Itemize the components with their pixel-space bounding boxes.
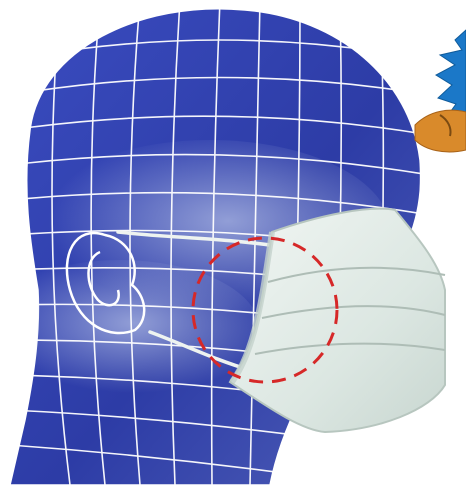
badge-graphic — [415, 30, 466, 152]
